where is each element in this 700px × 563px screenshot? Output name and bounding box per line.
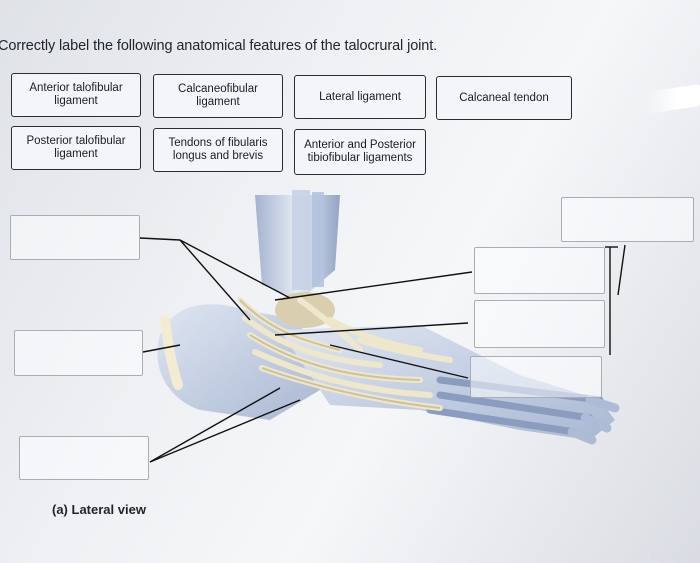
term-line: longus and brevis bbox=[172, 150, 264, 162]
term-line: ligament bbox=[196, 96, 240, 108]
ligament-bundles bbox=[237, 297, 453, 411]
toe-bones bbox=[567, 395, 620, 445]
talus bbox=[275, 292, 335, 328]
term-line: Calcaneal tendon bbox=[459, 91, 549, 104]
fibula bbox=[292, 190, 310, 290]
term-line: tibiofibular ligaments bbox=[307, 152, 413, 164]
term-line: ligament bbox=[54, 95, 98, 107]
calcaneus bbox=[157, 304, 320, 420]
screen-glare bbox=[645, 84, 700, 114]
term-line: Lateral ligament bbox=[319, 90, 401, 103]
term-line: Anterior talofibular bbox=[29, 82, 123, 94]
tibia-fibula-shafts bbox=[255, 195, 340, 300]
question-instruction: Correctly label the following anatomical… bbox=[0, 38, 438, 54]
term-line: ligament bbox=[54, 148, 98, 160]
term-line: Posterior talofibular bbox=[26, 135, 126, 147]
tendon-column bbox=[312, 192, 324, 287]
term-line: Anterior and Posterior bbox=[304, 139, 416, 151]
term-line: Calcaneofibular bbox=[178, 83, 258, 95]
answer-drop-zone-left-upper[interactable] bbox=[10, 215, 140, 260]
answer-drop-zone-right-top[interactable] bbox=[561, 197, 694, 242]
answer-drop-zone-left-middle[interactable] bbox=[14, 330, 143, 376]
answer-drop-zone-right-middle[interactable] bbox=[474, 300, 605, 348]
answer-drop-zone-right-lower[interactable] bbox=[470, 356, 602, 398]
calcaneal-tendon bbox=[160, 315, 183, 390]
term-line: Tendons of fibularis bbox=[168, 137, 268, 149]
answer-drop-zone-right-upper[interactable] bbox=[474, 247, 605, 294]
figure-caption: (a) Lateral view bbox=[52, 502, 146, 517]
answer-drop-zone-left-lower[interactable] bbox=[19, 436, 149, 480]
ligament-outlines bbox=[239, 299, 441, 409]
term-calcaneal-tendon[interactable]: Calcaneal tendon bbox=[436, 76, 572, 120]
term-lateral-ligament[interactable]: Lateral ligament bbox=[294, 75, 426, 119]
